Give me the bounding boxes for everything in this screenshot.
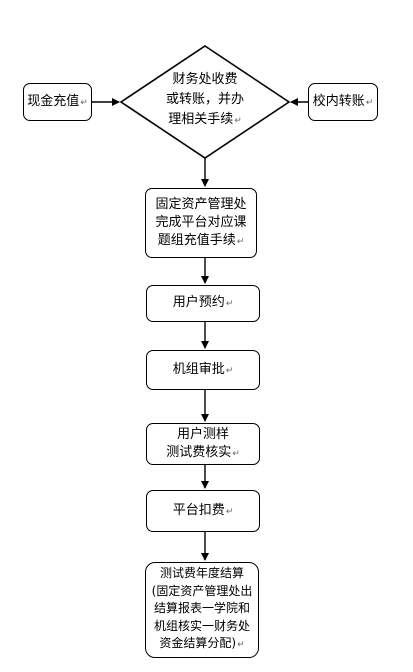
annual-settlement-line-4: 机组核实一财务处 xyxy=(153,618,250,633)
asset-office-line-2: 完成平台对应课 xyxy=(155,214,247,230)
user-reservation-label: 用户预约 xyxy=(172,295,225,310)
platform-deduction-label: 平台扣费 xyxy=(172,502,225,518)
paragraph-mark-icon: ↵ xyxy=(365,97,374,108)
cash-recharge-label: 现金充值 xyxy=(27,93,80,109)
annual-settlement-line-5: 资金结算分配) xyxy=(159,636,237,651)
cash-recharge-box: 现金充值↵ xyxy=(23,83,92,121)
platform-deduction-box: 平台扣费↵ xyxy=(146,490,260,532)
paragraph-mark-icon: ↵ xyxy=(80,97,88,108)
paragraph-mark-icon: ↵ xyxy=(225,299,234,309)
asset-office-line-3: 题组充值手续 xyxy=(157,232,236,248)
annual-settlement-box: 测试费年度结算 (固定资产管理处出 结算报表一学院和 机组核实一财务处 资金结算… xyxy=(145,562,259,658)
decision-text: 财务处收费 或转账，并办 理相关手续↵ xyxy=(148,70,262,131)
campus-transfer-box: 校内转账↵ xyxy=(308,83,378,121)
paragraph-mark-icon: ↵ xyxy=(225,365,234,376)
paragraph-mark-icon: ↵ xyxy=(225,506,234,517)
paragraph-mark-icon: ↵ xyxy=(232,448,240,459)
sample-testing-line-2: 测试费核实 xyxy=(166,444,232,460)
decision-line-1: 财务处收费 xyxy=(172,72,238,87)
decision-line-2: 或转账，并办 xyxy=(165,92,244,107)
paragraph-mark-icon: ↵ xyxy=(236,236,245,247)
paragraph-mark-icon: ↵ xyxy=(234,116,242,126)
annual-settlement-line-2: (固定资产管理处出 xyxy=(151,583,253,598)
annual-settlement-line-3: 结算报表一学院和 xyxy=(153,601,250,616)
decision-line-3: 理相关手续 xyxy=(168,112,234,127)
asset-office-box: 固定资产管理处 完成平台对应课 题组充值手续↵ xyxy=(145,188,257,258)
annual-settlement-line-1: 测试费年度结算 xyxy=(159,566,244,581)
unit-approval-label: 机组审批 xyxy=(172,361,225,377)
paragraph-mark-icon: ↵ xyxy=(237,640,245,651)
unit-approval-box: 机组审批↵ xyxy=(146,350,260,390)
campus-transfer-label: 校内转账 xyxy=(312,93,365,109)
asset-office-line-1: 固定资产管理处 xyxy=(155,196,247,212)
user-reservation-box: 用户预约↵ xyxy=(146,285,260,322)
sample-testing-box: 用户测样 测试费核实↵ xyxy=(146,423,260,465)
sample-testing-line-1: 用户测样 xyxy=(176,426,229,442)
